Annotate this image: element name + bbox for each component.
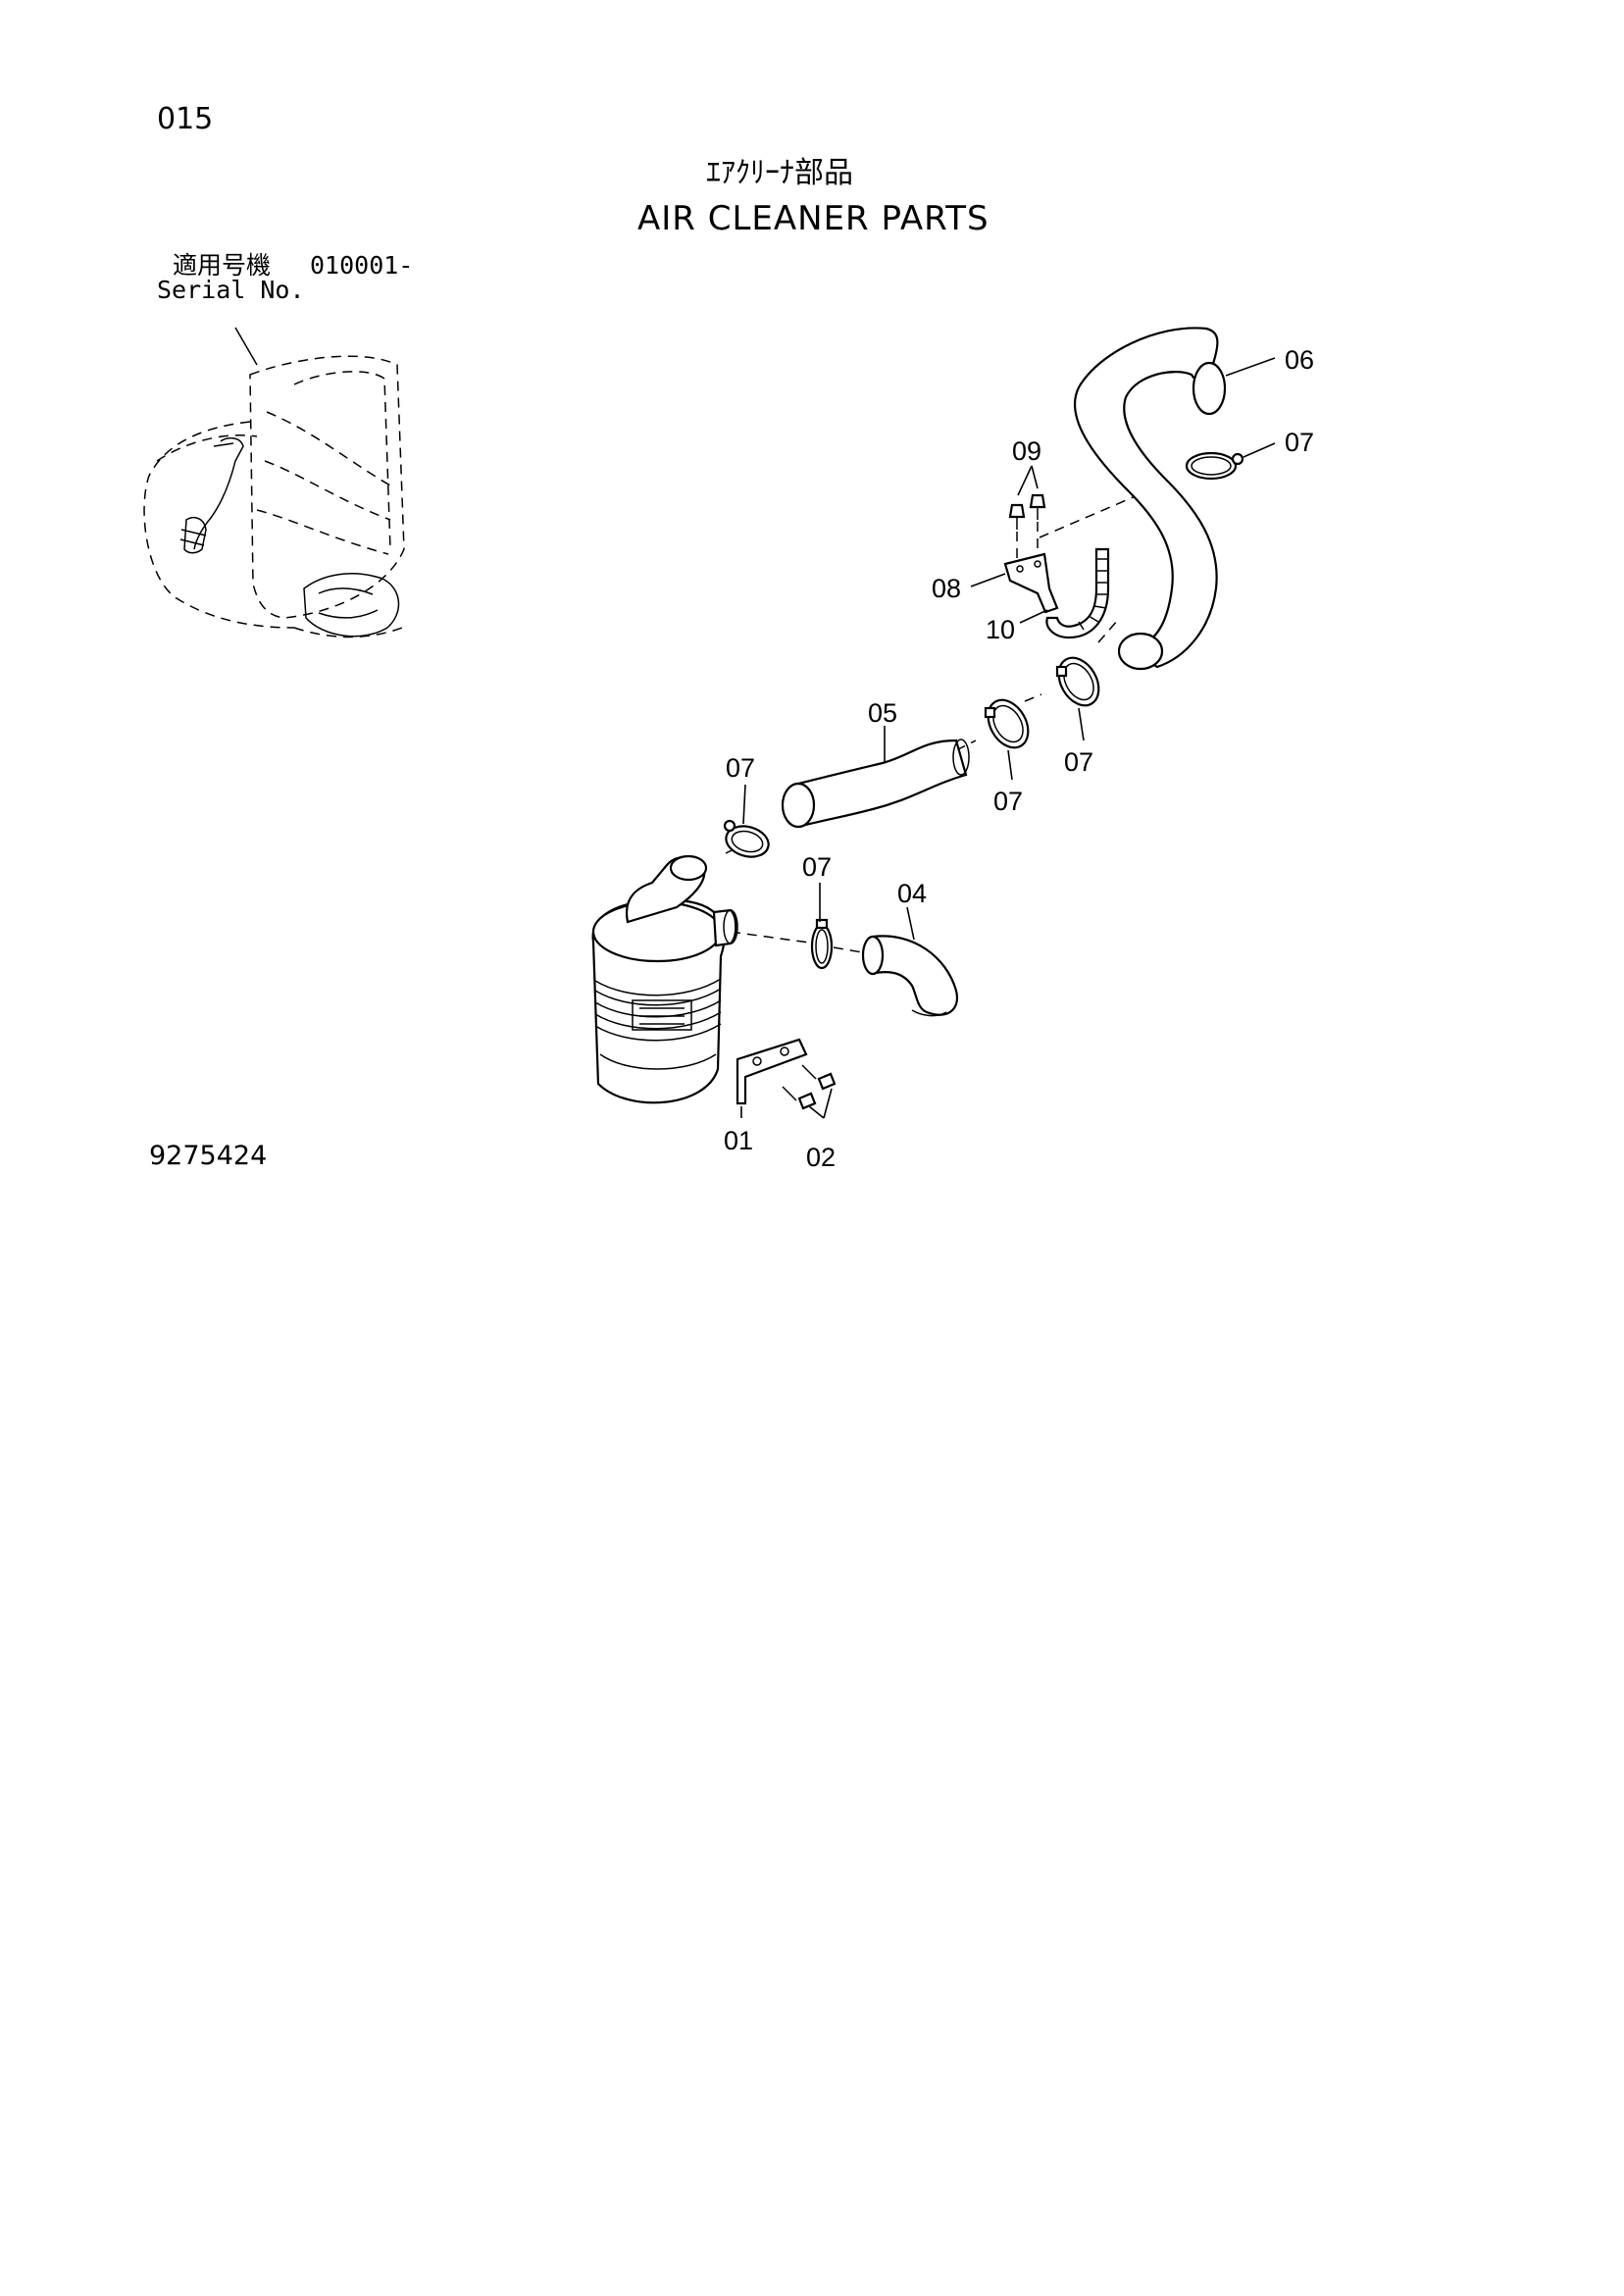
callout-07: 07 (802, 852, 832, 882)
hose-clamp-07-top (1185, 451, 1244, 481)
callout-01: 01 (724, 1126, 753, 1155)
air-cleaner-housing (591, 854, 738, 1104)
callout-08: 08 (932, 574, 961, 603)
serial-label-english: Serial No. (157, 276, 305, 304)
drawing-number: 9275424 (149, 1141, 268, 1171)
serial-range: 010001- (310, 251, 414, 280)
bracket-08 (1003, 552, 1059, 614)
bracket-01 (736, 1038, 808, 1105)
connection-lines (725, 494, 1139, 954)
callout-05: 05 (868, 698, 897, 728)
machine-location-thumbnail (143, 327, 405, 638)
callout-07: 07 (726, 753, 755, 783)
bolts-09 (1008, 493, 1046, 559)
callout-04: 04 (897, 879, 927, 908)
hose-clamp-07-left (723, 819, 770, 858)
callout-10: 10 (986, 615, 1015, 644)
hose-clamp-07-lower (810, 918, 834, 970)
callout-07: 07 (1285, 428, 1314, 457)
callout-labels: 06 07 09 08 10 05 07 07 07 07 04 01 02 (724, 345, 1314, 1172)
callout-leaders (740, 357, 1276, 1119)
title-japanese: ｴｱｸﾘｰﾅ部品 (706, 156, 853, 190)
intake-hose-05 (781, 739, 970, 829)
hose-clamp-07-middle (984, 698, 1030, 749)
callout-06: 06 (1285, 345, 1314, 375)
serial-label-japanese: 適用号機 (173, 251, 272, 280)
intake-duct-06 (1073, 327, 1227, 671)
bolts-02 (782, 1064, 837, 1110)
elbow-hose-04 (861, 935, 959, 1017)
hose-clamp-07-right (1055, 656, 1100, 707)
title-english: AIR CLEANER PARTS (637, 199, 990, 238)
callout-09: 09 (1012, 436, 1041, 466)
hose-10 (1045, 547, 1110, 639)
page-number: 015 (157, 102, 214, 136)
callout-07: 07 (993, 787, 1023, 816)
callout-02: 02 (806, 1143, 836, 1172)
callout-07: 07 (1064, 747, 1093, 777)
